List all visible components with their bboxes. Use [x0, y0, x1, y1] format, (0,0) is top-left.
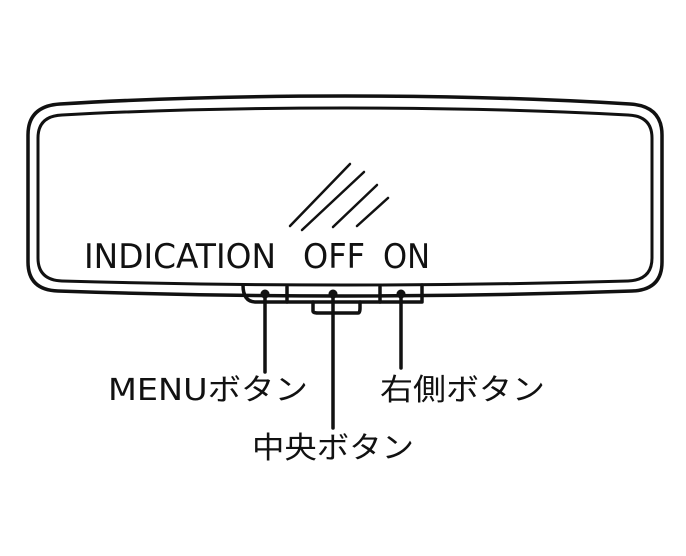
- mirror-outer-frame: [26, 94, 664, 298]
- on-label: ON: [383, 237, 430, 277]
- glare-hatch: [288, 162, 390, 232]
- menu-button-callout: MENUボタン: [108, 373, 308, 408]
- right-button-callout: 右側ボタン: [380, 373, 545, 408]
- center-button-dot[interactable]: [328, 289, 338, 299]
- center-button-callout: 中央ボタン: [252, 431, 414, 466]
- indication-label: INDICATION: [84, 237, 276, 277]
- menu-button-dot[interactable]: [260, 289, 270, 299]
- mirror-inner-glass: [36, 106, 654, 287]
- button-strip: [241, 283, 424, 304]
- off-label: OFF: [303, 237, 365, 277]
- right-button-dot[interactable]: [396, 289, 406, 299]
- center-button[interactable]: [311, 300, 362, 315]
